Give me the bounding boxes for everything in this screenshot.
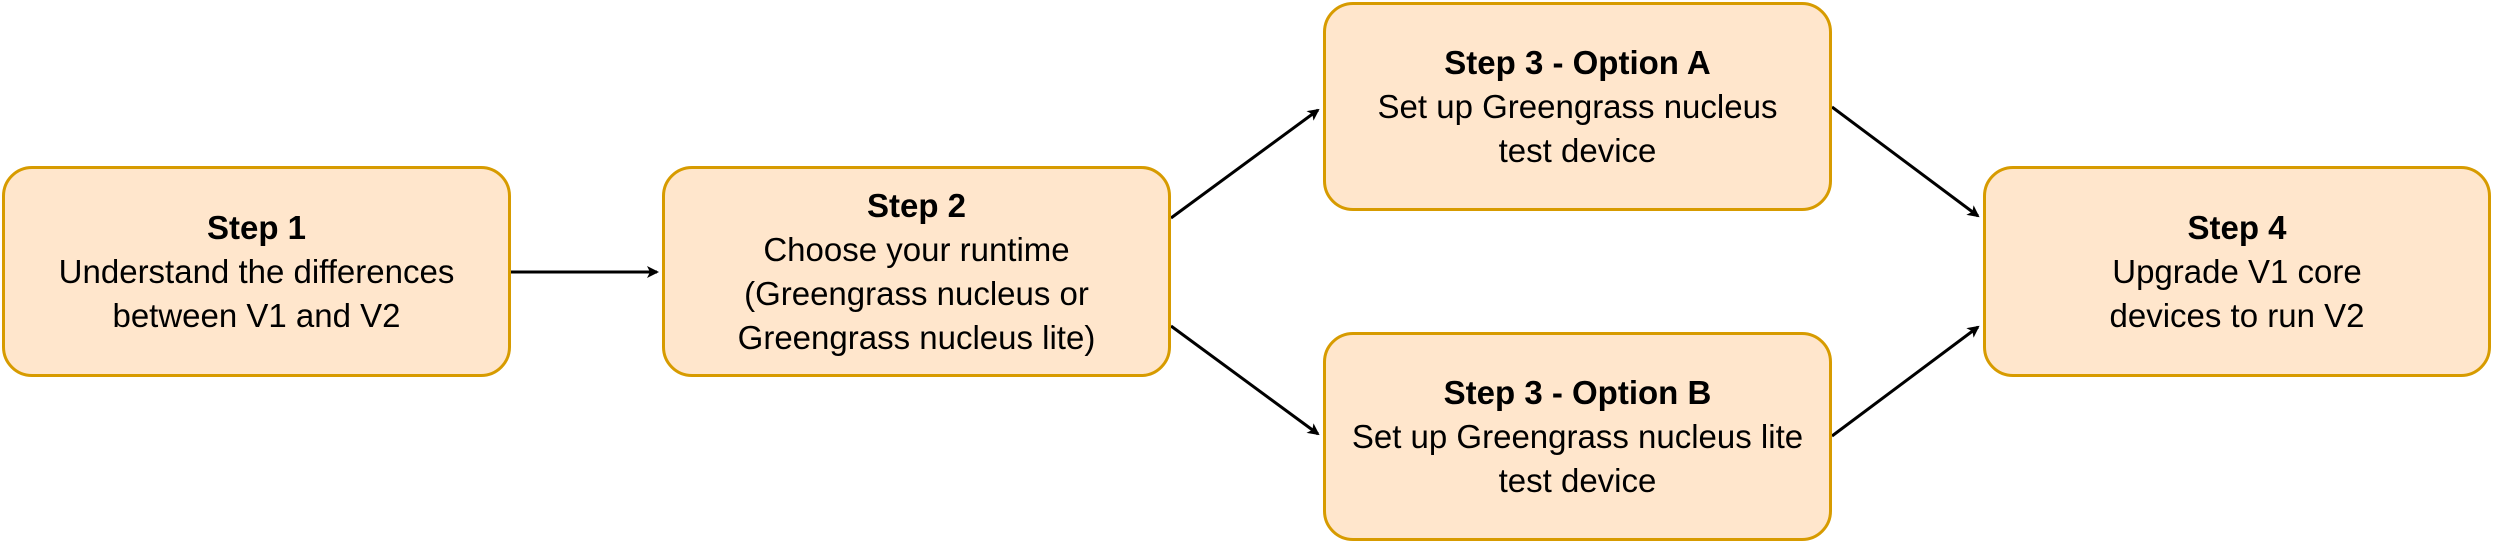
step3-option-b-title: Step 3 - Option B [1443,373,1712,411]
step2-node: Step 2 Choose your runtime (Greengrass n… [662,166,1171,377]
edge-step3b-to-step4 [1831,325,1980,438]
edge-step2-to-step3b [1170,324,1320,436]
edge-step2-to-step3a [1170,108,1320,220]
step1-description: Understand the differences between V1 an… [58,252,455,334]
step4-node: Step 4 Upgrade V1 core devices to run V2 [1983,166,2491,377]
step3-option-a-title: Step 3 - Option A [1444,43,1711,81]
step1-node: Step 1 Understand the differences betwee… [2,166,511,377]
step2-title: Step 2 [866,186,967,224]
step1-title: Step 1 [206,208,307,246]
step3-option-b-description: Set up Greengrass nucleus lite test devi… [1351,417,1804,499]
step4-title: Step 4 [2187,208,2287,246]
step3-option-b-node: Step 3 - Option B Set up Greengrass nucl… [1323,332,1832,541]
step3-option-a-node: Step 3 - Option A Set up Greengrass nucl… [1323,2,1832,211]
step3-option-a-description: Set up Greengrass nucleus test device [1377,87,1778,169]
step2-description: Choose your runtime (Greengrass nucleus … [737,230,1096,356]
edge-step3a-to-step4 [1831,105,1980,218]
step4-description: Upgrade V1 core devices to run V2 [2109,252,2365,334]
